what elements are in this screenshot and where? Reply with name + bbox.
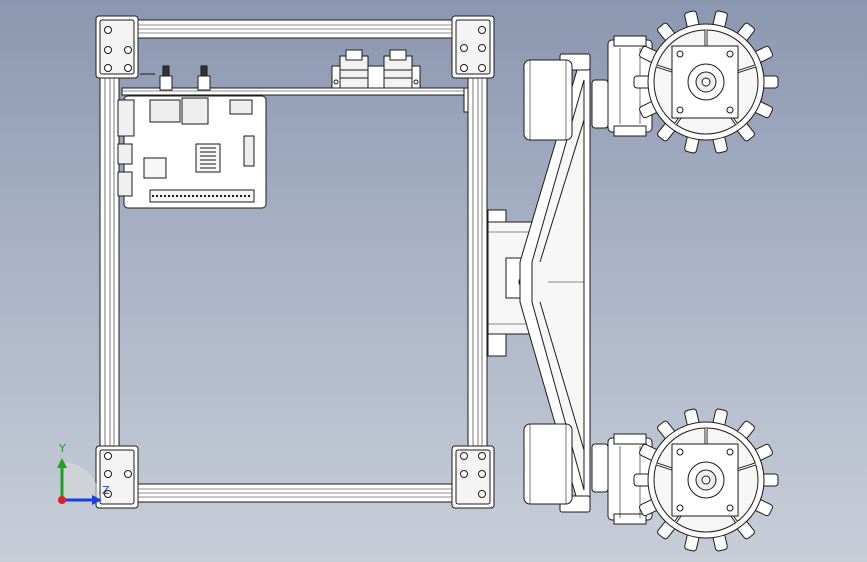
single-board-computer[interactable]: [117, 95, 267, 209]
d-sub-connectors[interactable]: [331, 49, 421, 89]
drive-motor-bottom[interactable]: [523, 423, 609, 505]
omni-wheel-bottom[interactable]: [633, 408, 779, 552]
x-axis-dot: [58, 496, 66, 504]
corner-bracket-top-right[interactable]: [451, 15, 495, 79]
corner-bracket-bottom-left[interactable]: [95, 445, 139, 509]
corner-bracket-top-left[interactable]: [95, 15, 139, 79]
triad-z-label: Z: [102, 484, 110, 497]
frame-right-post[interactable]: [467, 74, 488, 451]
drive-motor-top[interactable]: [523, 59, 609, 141]
aluminum-frame[interactable]: [95, 15, 495, 509]
corner-bracket-bottom-right[interactable]: [451, 445, 495, 509]
orientation-triad: [57, 458, 102, 505]
frame-left-post[interactable]: [99, 74, 120, 451]
triad-y-label: Y: [59, 442, 66, 455]
omni-wheel-top[interactable]: [633, 10, 779, 154]
toggle-switches[interactable]: [140, 65, 211, 91]
electronics-shelf-plate[interactable]: [121, 87, 469, 113]
